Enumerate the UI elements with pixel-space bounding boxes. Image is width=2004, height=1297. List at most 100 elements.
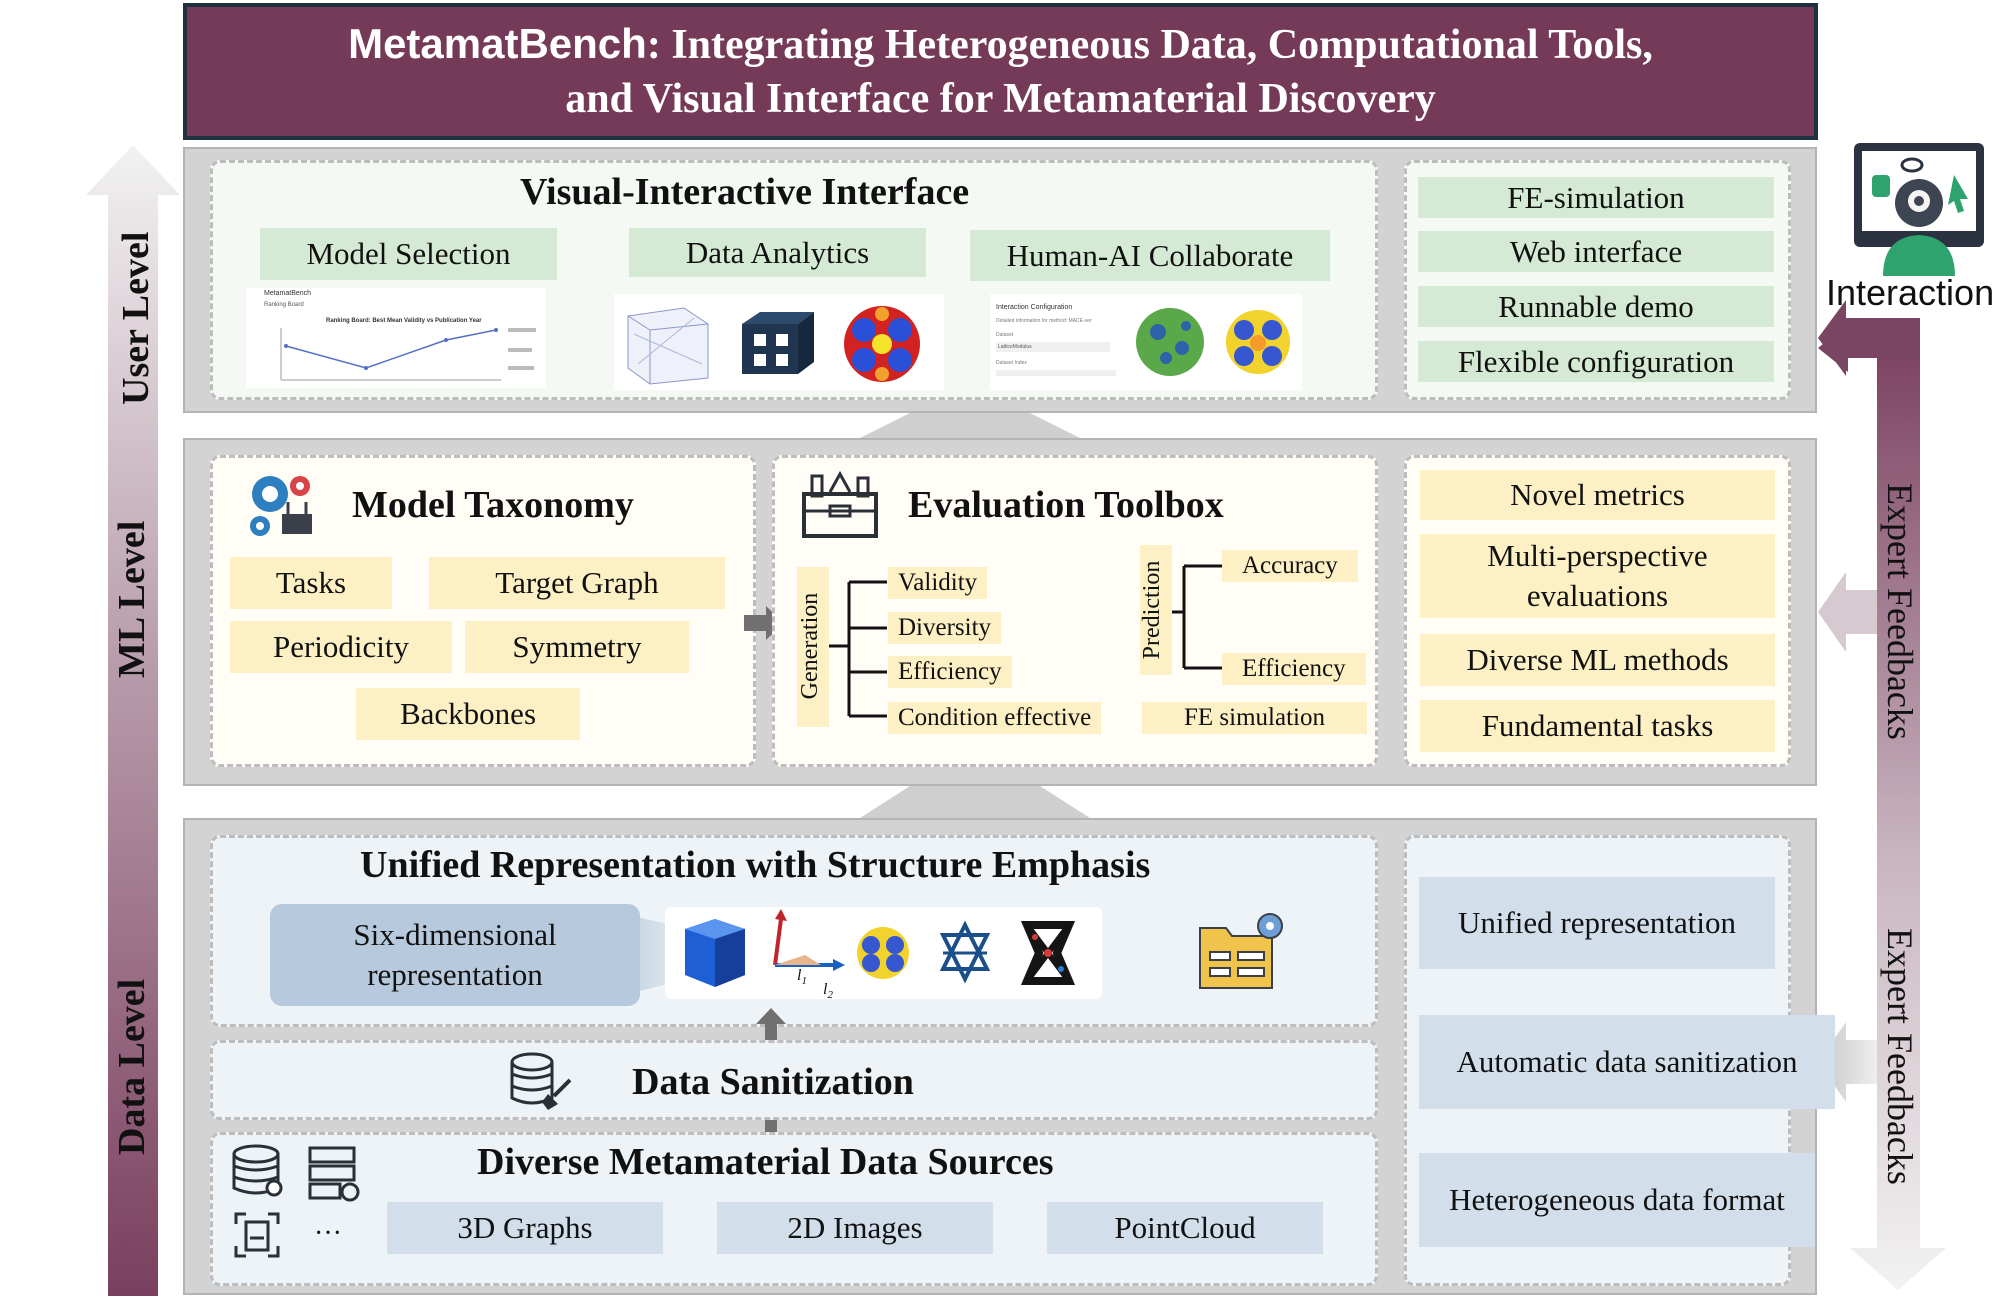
thumb-field-2: Dataset Index: [996, 360, 1027, 366]
axes-render: [773, 909, 845, 971]
connector-user-ml: [860, 413, 1080, 438]
title-line-1-rest: : Integrating Heterogeneous Data, Comput…: [646, 22, 1653, 68]
prediction-label-box: [1140, 545, 1172, 675]
user-monitor-icon: [1854, 143, 1984, 276]
title-line-2: and Visual Interface for Metamaterial Di…: [565, 76, 1436, 122]
feedback-label-upper: Expert Feedbacks: [1880, 483, 1920, 740]
connector-ml-data: [860, 786, 1090, 818]
taxonomy-periodicity: Periodicity: [230, 621, 452, 673]
taxonomy-backbones: Backbones: [356, 688, 580, 740]
prediction-tree: [1172, 564, 1224, 670]
feedback-arrow-user-head: [1818, 300, 1920, 376]
gen-validity: Validity: [888, 567, 988, 599]
level-axis-arrow-shape: [86, 145, 180, 1296]
thumb-line-chart: [280, 328, 536, 381]
feedback-label-lower: Expert Feedbacks: [1880, 928, 1920, 1185]
thumb-field-2-box: [996, 370, 1116, 376]
model-taxonomy-title: Model Taxonomy: [352, 484, 634, 526]
axis-l2-sub: 2: [827, 989, 833, 1002]
thumb-chart-title: Ranking Board: Best Mean Validity vs Pub…: [326, 318, 482, 324]
gen-diversity: Diversity: [888, 612, 1002, 644]
server-icon: [308, 1146, 360, 1202]
collaborate-thumbnail: Interaction Configuration Detailed infor…: [990, 294, 1302, 390]
axis-l1-sub: 1: [801, 975, 807, 988]
analytics-renders: [627, 306, 920, 385]
taxonomy-symmetry: Symmetry: [465, 621, 689, 673]
thumb-config-title: Interaction Configuration: [996, 304, 1073, 311]
wireframe-cube-render: [627, 307, 709, 385]
feature-runnable-demo: Runnable demo: [1418, 286, 1774, 327]
feature-web-interface: Web interface: [1418, 231, 1774, 272]
green-sphere-render: [1136, 308, 1204, 376]
data-sources-title: Diverse Metamaterial Data Sources: [477, 1141, 1054, 1183]
module-human-ai: Human-AI Collaborate: [970, 230, 1330, 281]
axis-l1-letter: l: [797, 967, 802, 984]
generation-tree: [829, 580, 887, 718]
taxonomy-target-graph: Target Graph: [429, 557, 725, 609]
thumb-field-1-value: LatticeModulus: [996, 342, 1110, 352]
source-pointcloud: PointCloud: [1047, 1202, 1323, 1254]
voxel-cube-render: [685, 919, 745, 987]
feedback-arrow-ml-head: [1818, 572, 1877, 652]
star-lattice-render: [939, 920, 991, 984]
database-clean-icon: [510, 1052, 572, 1110]
title-app-name: MetamatBench: [348, 20, 647, 67]
gen-condition-effective: Condition effective: [888, 702, 1102, 734]
representation-renders: [685, 909, 1076, 987]
graph-lattice-render: [1020, 921, 1076, 985]
data-analytics-thumbnail: [614, 294, 944, 390]
thumb-sub: Ranking Board: [264, 302, 304, 308]
feature-flexible-config: Flexible configuration: [1418, 341, 1774, 382]
feature-unified-representation: Unified representation: [1419, 877, 1775, 969]
collaborate-renders: [1136, 308, 1290, 376]
toolbox-icon: [802, 470, 878, 538]
data-source-icons: [232, 1144, 360, 1258]
feature-diverse-ml: Diverse ML methods: [1420, 634, 1775, 686]
visual-interface-title: Visual-Interactive Interface: [520, 171, 970, 213]
generation-label-box: [797, 567, 829, 727]
evaluation-toolbox-title: Evaluation Toolbox: [908, 484, 1224, 526]
interaction-label: Interaction: [1826, 272, 1995, 313]
fe-simulation-label: FE simulation: [1142, 702, 1367, 734]
sources-ellipsis: ···: [314, 1218, 342, 1249]
axis-l1-label: l1: [797, 967, 807, 987]
feature-automatic-sanitization: Automatic data sanitization: [1419, 1015, 1835, 1109]
data-sanitization-panel: [210, 1040, 1378, 1120]
taxonomy-tasks: Tasks: [230, 557, 392, 609]
module-model-selection: Model Selection: [260, 228, 557, 280]
data-sanitization-title: Data Sanitization: [632, 1061, 914, 1103]
axis-l2-label: l2: [823, 981, 833, 1001]
feature-fundamental-tasks: Fundamental tasks: [1420, 700, 1775, 752]
axis-l2-letter: l: [823, 981, 828, 998]
feature-heterogeneous-format: Heterogeneous data format: [1419, 1153, 1815, 1247]
feature-multi-perspective: Multi-perspective evaluations: [1420, 534, 1775, 618]
pred-efficiency: Efficiency: [1222, 653, 1366, 685]
source-3d-graphs: 3D Graphs: [387, 1202, 663, 1254]
title-banner: MetamatBench: Integrating Heterogeneous …: [183, 3, 1818, 140]
thumb-field-1: Dataset: [996, 332, 1014, 338]
module-data-analytics: Data Analytics: [629, 228, 926, 277]
feedback-vertical-bar: [1850, 330, 1946, 1290]
source-2d-images: 2D Images: [717, 1202, 993, 1254]
feature-fe-simulation: FE-simulation: [1418, 177, 1774, 218]
generation-label: Generation: [797, 592, 823, 700]
six-dim-representation: Six-dimensional representation: [270, 904, 640, 1006]
unified-representation-title: Unified Representation with Structure Em…: [360, 844, 1151, 886]
gen-efficiency: Efficiency: [888, 656, 1012, 688]
representation-renders-strip: l1 l2: [665, 907, 1102, 1001]
title-line-1: MetamatBench: Integrating Heterogeneous …: [348, 17, 1653, 72]
blue-sphere-render: [1226, 310, 1290, 374]
heatmap-sphere-render: [844, 306, 920, 382]
heat-sphere-render: [857, 927, 909, 979]
thumb-config-line: Detailed information for method: MACE-ve…: [996, 318, 1092, 324]
prediction-label: Prediction: [1139, 560, 1165, 660]
folder-settings-icon: [1199, 913, 1283, 989]
sanitization-up-arrow: [756, 1008, 786, 1050]
ranking-board-thumbnail: MetamatBench Ranking Board Ranking Board…: [246, 288, 546, 388]
scan-document-icon: [234, 1212, 280, 1258]
database-icon: [232, 1144, 283, 1197]
gears-icon: [250, 476, 312, 536]
thumb-app-name: MetamatBench: [264, 290, 312, 297]
